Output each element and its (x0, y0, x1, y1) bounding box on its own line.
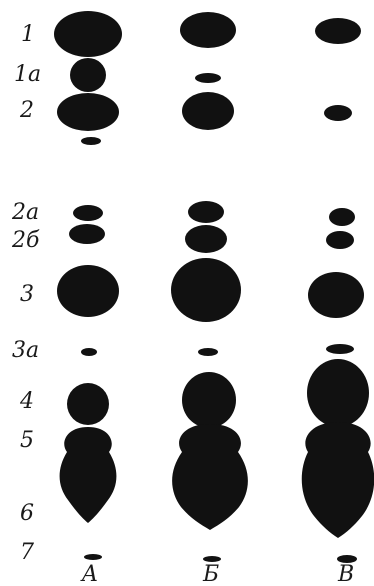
spot-v-3 (308, 272, 364, 318)
row-label-6: 6 (20, 501, 34, 526)
lane-v-spots (302, 18, 374, 563)
spot-v-1 (315, 18, 361, 44)
lane-b-spots (171, 12, 248, 562)
spot-a-4 (67, 383, 109, 425)
spot-b-2b (185, 225, 227, 253)
spot-b-3a (198, 348, 218, 356)
lane-a-spots (54, 11, 122, 560)
row-label-2a: 2a (11, 200, 39, 225)
spot-a-7 (84, 554, 102, 560)
row-label-2b: 2б (11, 228, 40, 253)
spot-a-1a (70, 58, 106, 92)
spot-v-2a (329, 208, 355, 226)
spot-a-2a (73, 205, 103, 221)
row-label-1a: 1a (14, 62, 41, 87)
row-label-7: 7 (20, 540, 34, 565)
lane-label-v: В (337, 562, 354, 586)
spot-b-2a (188, 201, 224, 223)
row-label-2: 2 (19, 98, 34, 123)
spot-b-2 (182, 92, 234, 130)
row-label-1: 1 (21, 22, 35, 47)
spot-a-1 (54, 11, 122, 57)
spot-v-3a (326, 344, 354, 354)
row-label-3a: 3a (12, 338, 39, 363)
spot-a-2b (69, 224, 105, 244)
row-label-4: 4 (19, 389, 34, 414)
spot-b-1 (180, 12, 236, 48)
spot-b-1a (195, 73, 221, 83)
spot-a-3 (57, 265, 119, 317)
lane-label-b: Б (202, 562, 219, 586)
row-label-3: 3 (20, 282, 34, 307)
spot-v-2 (324, 105, 352, 121)
spot-b-4 (182, 372, 236, 428)
spot-b-3 (171, 258, 241, 322)
spot-a-3a (81, 348, 97, 356)
spot-a-2-trace (81, 137, 101, 145)
lane-label-a: A (80, 562, 98, 586)
row-label-5: 5 (20, 428, 34, 453)
spot-b-5-6 (172, 424, 248, 530)
spot-v-2b (326, 231, 354, 249)
spot-v-5-6 (302, 422, 374, 538)
spot-a-2 (57, 93, 119, 131)
spot-v-4 (307, 359, 369, 427)
spot-a-5-6 (60, 427, 117, 523)
